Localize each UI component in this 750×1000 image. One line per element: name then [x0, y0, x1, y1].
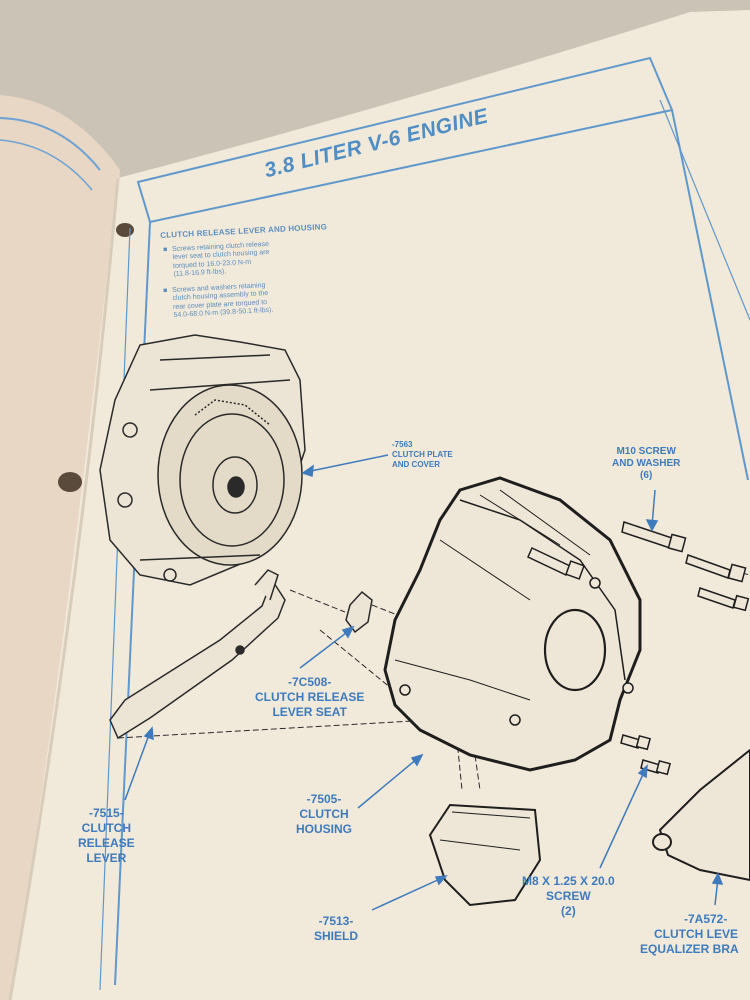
part-number: -7513-: [318, 914, 354, 928]
part-quantity: (6): [640, 470, 653, 481]
part-name: AND WASHER: [612, 458, 681, 469]
label-m10-screw: M10 SCREW AND WASHER (6): [612, 446, 680, 482]
label-clutch-housing: -7505- CLUTCH HOUSING: [296, 792, 352, 837]
release-lever-illustration: [109, 569, 286, 740]
part-name: AND COVER: [392, 460, 441, 469]
part-number: -7563: [392, 440, 413, 449]
part-name: CLUTCH RELEASE: [255, 690, 365, 704]
part-name: LEVER: [86, 851, 127, 865]
part-name: RELEASE: [78, 836, 135, 850]
bolt-illustration: [527, 521, 750, 776]
part-name: SHIELD: [314, 929, 359, 943]
label-clutch-plate: -7563 CLUTCH PLATE AND COVER: [392, 440, 453, 470]
part-name: CLUTCH: [81, 821, 131, 835]
shield-illustration: [428, 803, 542, 907]
part-name: CLUTCH: [299, 807, 349, 821]
left-page: [0, 95, 120, 1000]
binder-hole: [116, 223, 134, 237]
label-release-lever: -7515- CLUTCH RELEASE LEVER: [78, 806, 135, 866]
engine-clutch-illustration: [99, 334, 306, 586]
part-number: -7515-: [89, 806, 124, 820]
binder-hole: [58, 472, 82, 492]
part-number: -7A572-: [684, 912, 728, 926]
part-name: EQUALIZER BRA: [640, 942, 739, 956]
part-name: CLUTCH LEVE: [654, 927, 738, 941]
clutch-housing-illustration: [383, 476, 642, 772]
part-name: HOUSING: [296, 822, 353, 836]
equalizer-bracket-illustration: [658, 748, 750, 882]
part-name: M8 X 1.25 X 20.0: [522, 874, 615, 888]
part-quantity: (2): [561, 904, 576, 918]
part-name: SCREW: [546, 889, 591, 903]
part-name: CLUTCH PLATE: [392, 450, 453, 459]
part-name: LEVER SEAT: [272, 705, 347, 719]
label-release-lever-seat: -7C508- CLUTCH RELEASE LEVER SEAT: [255, 675, 364, 720]
label-equalizer-bracket: -7A572- CLUTCH LEVE EQUALIZER BRA: [640, 912, 739, 957]
part-number: -7C508-: [287, 675, 332, 689]
part-name: M10 SCREW: [616, 446, 676, 457]
lever-seat-illustration: [345, 590, 373, 634]
label-m8-screw: M8 X 1.25 X 20.0 SCREW (2): [522, 874, 615, 919]
label-shield: -7513- SHIELD: [314, 914, 358, 944]
part-number: -7505-: [306, 792, 342, 806]
